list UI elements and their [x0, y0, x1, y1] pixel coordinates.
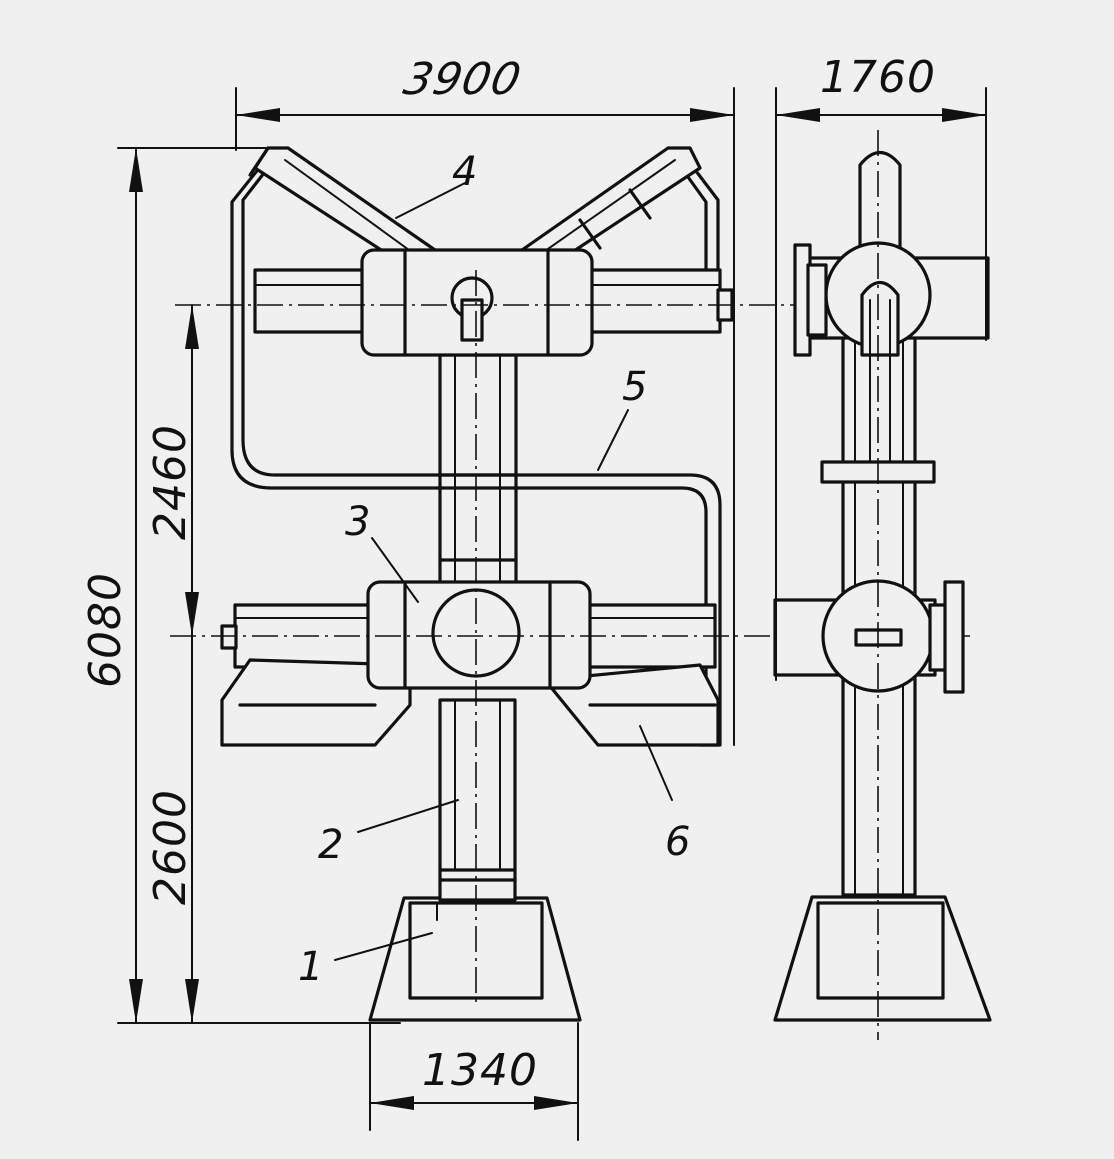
dimension-lines [117, 87, 987, 1141]
column-lower [438, 698, 517, 902]
callout-3: 3 [345, 499, 370, 545]
dimension-2460: 2460 [145, 424, 196, 540]
callout-2: 2 [318, 822, 343, 868]
side-view [773, 130, 992, 1040]
callout-4: 4 [452, 149, 477, 195]
upper-roller-assembly [248, 146, 734, 357]
base-pedestal [368, 896, 582, 1022]
front-view [170, 146, 988, 1022]
callout-1: 1 [298, 944, 323, 990]
dimension-3900: 3900 [399, 54, 526, 104]
callout-leaders [334, 182, 673, 961]
dimension-1340: 1340 [422, 1045, 538, 1096]
callout-6: 6 [665, 819, 690, 865]
dimension-2600: 2600 [145, 789, 196, 905]
dimension-1760: 1760 [820, 52, 936, 103]
column-upper [438, 353, 518, 587]
dimension-6080: 6080 [80, 572, 131, 688]
callout-5: 5 [622, 364, 647, 410]
